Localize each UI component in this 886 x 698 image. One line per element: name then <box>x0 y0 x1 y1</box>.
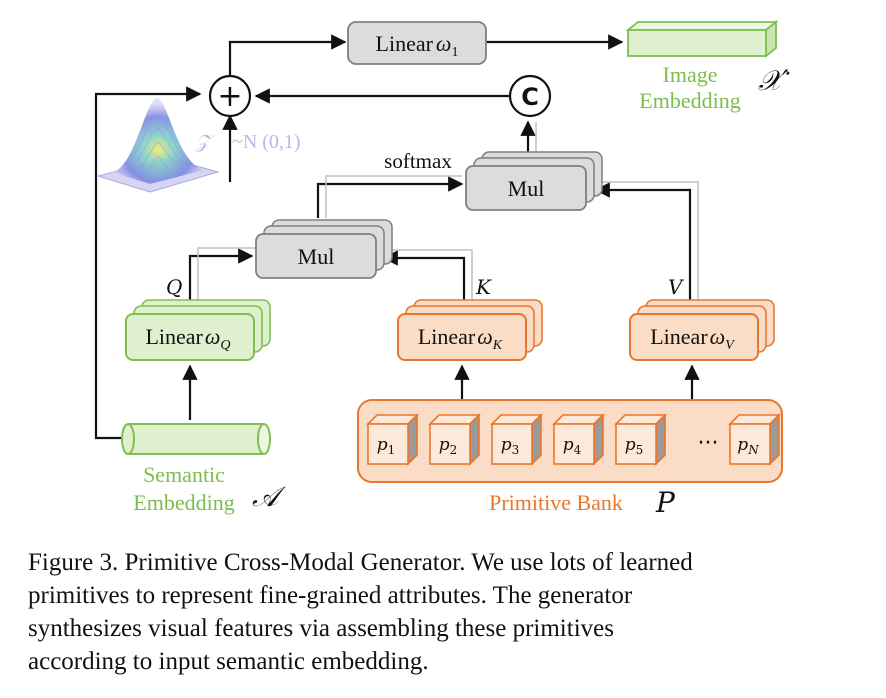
semantic-embedding-label-1: Semantic <box>143 462 225 487</box>
linear-q-label: Linear <box>145 324 203 349</box>
primitive-label-3: p3 <box>501 435 520 457</box>
primitive-cube-5: p5 <box>614 413 667 466</box>
linear-q-block: LinearωQ <box>125 299 271 361</box>
primitive-cube-3: p3 <box>490 413 543 466</box>
linear-v-label: Linear <box>650 324 708 349</box>
primitive-label-6: pN <box>737 435 759 457</box>
linear-q-sub: Q <box>220 338 230 353</box>
linear-v-block: LinearωV <box>629 299 775 361</box>
softmax-label: softmax <box>384 149 452 173</box>
shadow-lines <box>197 122 699 306</box>
linear-q-omega: ω <box>205 324 221 349</box>
linear-v-sub: V <box>725 338 735 353</box>
primitive-cube-2: p2 <box>428 413 481 466</box>
k-to-mulleft-line <box>382 250 466 306</box>
primitive-bank-symbol: P <box>655 486 676 519</box>
caption-line-2: primitives to represent fine-grained att… <box>28 582 633 609</box>
primitive-label-5: p5 <box>625 435 644 457</box>
noise-distribution-label: ~N (0,1) <box>232 131 301 153</box>
noise-z-label: 𝒵 <box>195 131 215 153</box>
linear-k-label: Linear <box>418 324 476 349</box>
figure-caption: Figure 3. Primitive Cross-Modal Generato… <box>28 546 866 678</box>
primitive-bank-label: Primitive Bank <box>489 490 623 515</box>
svg-text:LinearωQ: LinearωQ <box>145 324 230 353</box>
primitive-label-1: p1 <box>377 435 396 457</box>
svg-text:LinearωK: LinearωK <box>418 324 503 353</box>
gaussian-noise-icon: 𝒵 ~N (0,1) <box>96 98 301 193</box>
linear-w1-label: Linear <box>376 31 434 56</box>
primitive-bank: p1 p2 p3 p4 p5 pN ··· Primitive Bank P <box>357 399 783 519</box>
mul-top-block: Mul <box>465 151 603 211</box>
connections <box>94 34 700 440</box>
q-to-mulleft-line <box>188 248 254 306</box>
primitive-cube-1: p1 <box>366 413 419 466</box>
svg-text:LinearωV: LinearωV <box>650 324 735 353</box>
k-label: K <box>475 275 492 299</box>
primitive-cube-4: p4 <box>552 413 605 466</box>
semantic-to-plus-line <box>94 86 202 440</box>
primitive-label-4: p4 <box>563 435 582 457</box>
concat-node: C <box>508 74 552 118</box>
q-label: Q <box>166 275 182 299</box>
linear-k-omega: ω <box>477 324 493 349</box>
semantic-embedding-label-2: Embedding <box>133 490 234 515</box>
linear-k-sub: K <box>492 338 503 353</box>
image-embedding-label-2: Embedding <box>639 88 740 113</box>
caption-line-4: according to input semantic embedding. <box>28 648 429 675</box>
mulleft-to-multop-line <box>316 176 464 218</box>
linear-k-block: LinearωK <box>397 299 543 361</box>
linear-w1-sub: 1 <box>451 45 458 60</box>
linear-w1-omega: ω <box>436 31 452 56</box>
image-embedding-label-1: Image <box>663 62 718 87</box>
v-to-multop-line <box>594 182 692 306</box>
primitive-ellipsis: ··· <box>698 431 719 456</box>
image-embedding-symbol: 𝒳′ <box>758 64 790 97</box>
plus-to-linear1-line <box>228 34 347 76</box>
semantic-embedding-symbol: 𝒜 <box>252 480 286 513</box>
plus-node: + <box>208 74 252 118</box>
primitive-label-2: p2 <box>439 435 458 457</box>
v-label: V <box>668 275 685 299</box>
primitive-cubes: p1 p2 p3 p4 p5 pN <box>366 413 781 466</box>
caption-line-3: synthesizes visual features via assembli… <box>28 615 614 642</box>
concat-symbol: C <box>521 83 539 111</box>
semantic-embedding-block: Semantic Embedding 𝒜 <box>121 423 286 515</box>
mul-left-block: Mul <box>255 219 393 279</box>
primitive-cube-6: pN <box>728 413 781 466</box>
image-embedding-block: Image Embedding 𝒳′ <box>625 20 790 113</box>
mul-top-label: Mul <box>508 176 545 201</box>
caption-line-1: Figure 3. Primitive Cross-Modal Generato… <box>28 549 693 576</box>
plus-symbol: + <box>217 79 242 114</box>
linear-v-omega: ω <box>710 324 726 349</box>
mul-left-label: Mul <box>298 244 335 269</box>
